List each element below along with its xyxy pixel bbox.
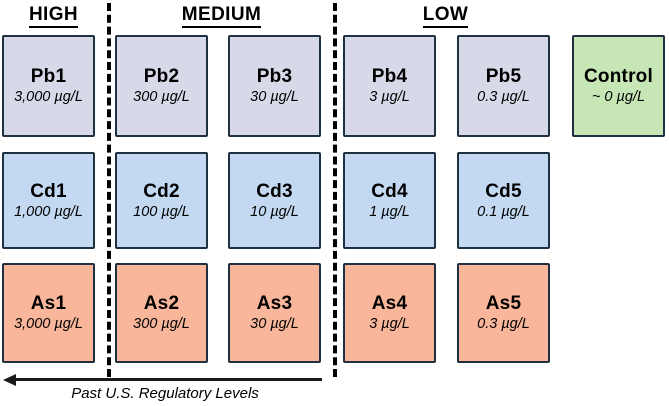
treatment-box-control: Control ~ 0 µg/L bbox=[572, 35, 665, 137]
treatment-concentration: 300 µg/L bbox=[133, 89, 190, 105]
treatment-box-pb2: Pb2 300 µg/L bbox=[115, 35, 208, 137]
treatment-concentration: 0.1 µg/L bbox=[477, 203, 530, 220]
treatment-label: Cd1 bbox=[30, 180, 67, 202]
treatment-label: As5 bbox=[485, 293, 522, 314]
treatment-box-cd2: Cd2 100 µg/L bbox=[115, 152, 208, 249]
treatment-box-as5: As5 0.3 µg/L bbox=[457, 263, 550, 363]
treatment-box-cd5: Cd5 0.1 µg/L bbox=[457, 152, 550, 249]
treatment-concentration: 30 µg/L bbox=[250, 316, 299, 332]
treatment-label: Pb3 bbox=[256, 66, 293, 87]
treatment-box-cd3: Cd3 10 µg/L bbox=[228, 152, 321, 249]
treatment-label: As4 bbox=[371, 293, 408, 314]
treatment-concentration: 0.3 µg/L bbox=[477, 89, 530, 105]
treatment-label: Cd4 bbox=[371, 180, 408, 202]
treatment-box-pb3: Pb3 30 µg/L bbox=[228, 35, 321, 137]
treatment-concentration: 0.3 µg/L bbox=[477, 316, 530, 332]
gradient-arrow-line bbox=[14, 378, 322, 381]
treatment-concentration: 3,000 µg/L bbox=[14, 89, 83, 105]
treatment-concentration: 1 µg/L bbox=[369, 203, 410, 220]
treatment-concentration: 10 µg/L bbox=[250, 203, 299, 220]
treatment-label: As1 bbox=[30, 293, 67, 314]
control-label: Control bbox=[584, 66, 653, 87]
arrow-left-icon bbox=[3, 373, 16, 386]
section-header-high: HIGH bbox=[0, 4, 107, 28]
treatment-box-as2: As2 300 µg/L bbox=[115, 263, 208, 363]
section-header-low-label: LOW bbox=[422, 5, 469, 28]
treatment-concentration: 3 µg/L bbox=[369, 316, 410, 332]
treatment-box-pb4: Pb4 3 µg/L bbox=[343, 35, 436, 137]
treatment-box-pb1: Pb1 3,000 µg/L bbox=[2, 35, 95, 137]
treatment-box-cd4: Cd4 1 µg/L bbox=[343, 152, 436, 249]
treatment-concentration: 3 µg/L bbox=[369, 89, 410, 105]
section-header-medium: MEDIUM bbox=[112, 4, 331, 28]
treatment-label: As3 bbox=[256, 293, 293, 314]
treatment-label: As2 bbox=[143, 293, 180, 314]
treatment-label: Pb4 bbox=[371, 66, 408, 87]
control-concentration: ~ 0 µg/L bbox=[591, 89, 646, 105]
treatment-label: Pb1 bbox=[30, 66, 67, 87]
treatment-label: Cd2 bbox=[143, 180, 180, 202]
section-header-high-label: HIGH bbox=[28, 5, 79, 28]
divider-medium-low bbox=[333, 3, 337, 377]
treatment-box-as1: As1 3,000 µg/L bbox=[2, 263, 95, 363]
treatment-concentration: 300 µg/L bbox=[133, 316, 190, 332]
treatment-label: Cd3 bbox=[256, 180, 293, 202]
section-header-low: LOW bbox=[336, 4, 555, 28]
gradient-arrow-caption: Past U.S. Regulatory Levels bbox=[71, 385, 259, 402]
treatment-concentration: 100 µg/L bbox=[133, 203, 190, 220]
treatment-concentration: 1,000 µg/L bbox=[14, 203, 83, 220]
treatment-box-cd1: Cd1 1,000 µg/L bbox=[2, 152, 95, 249]
treatment-concentration: 30 µg/L bbox=[250, 89, 299, 105]
treatment-box-as4: As4 3 µg/L bbox=[343, 263, 436, 363]
treatment-label: Pb2 bbox=[143, 66, 180, 87]
section-header-medium-label: MEDIUM bbox=[181, 5, 262, 28]
treatment-box-as3: As3 30 µg/L bbox=[228, 263, 321, 363]
divider-high-medium bbox=[107, 3, 111, 377]
treatment-concentration: 3,000 µg/L bbox=[14, 316, 83, 332]
treatment-label: Cd5 bbox=[485, 180, 522, 202]
treatment-box-pb5: Pb5 0.3 µg/L bbox=[457, 35, 550, 137]
treatment-label: Pb5 bbox=[485, 66, 522, 87]
